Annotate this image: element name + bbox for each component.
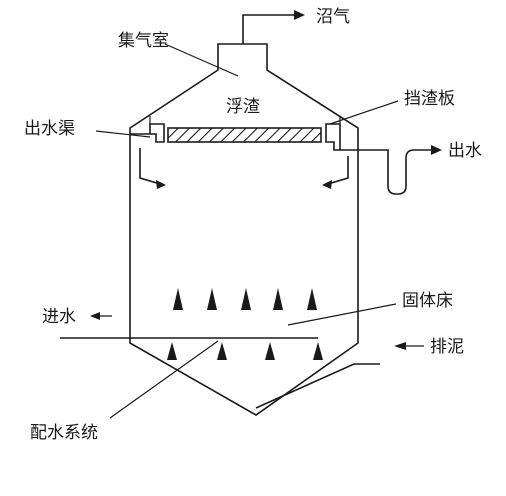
sludge-discharge-pipe xyxy=(255,363,380,409)
upflow-arrow-icon xyxy=(273,288,283,310)
outlet-channel-leader xyxy=(95,130,151,138)
label-gas-chamber: 集气室 xyxy=(118,31,169,51)
distribution-nozzles xyxy=(167,342,323,360)
upflow-arrow-icon xyxy=(241,288,251,310)
left-outlet-channel xyxy=(130,123,165,143)
label-outlet-channel: 出水渠 xyxy=(24,119,75,139)
left-deflector xyxy=(139,148,161,185)
label-sludge-discharge: 排泥 xyxy=(430,337,464,357)
nozzle-icon xyxy=(313,342,323,360)
water-out-arrow-icon xyxy=(431,145,442,155)
baffle-plate-leader xyxy=(329,100,399,125)
scum-baffle xyxy=(167,127,322,143)
reactor-vessel xyxy=(129,43,359,416)
label-biogas: 沼气 xyxy=(316,7,350,27)
label-solid-bed: 固体床 xyxy=(402,291,453,311)
solid-bed-leader xyxy=(287,303,397,326)
right-outlet-channel xyxy=(325,123,358,151)
label-water-out: 出水 xyxy=(448,141,482,161)
label-scum: 浮渣 xyxy=(226,97,260,117)
distribution-leader xyxy=(109,340,219,419)
label-baffle-plate: 挡渣板 xyxy=(404,89,455,109)
outlet-u-trap xyxy=(358,149,432,195)
upflow-arrow-icon xyxy=(307,288,317,310)
nozzle-icon xyxy=(167,342,177,360)
biogas-pipe xyxy=(242,14,296,44)
right-deflector-arrow-icon xyxy=(322,180,332,189)
biogas-arrow-icon xyxy=(294,10,305,20)
gas-chamber-leader xyxy=(164,43,239,77)
upflow-arrow-icon xyxy=(207,288,217,310)
label-water-in: 进水 xyxy=(42,307,76,327)
upflow-arrow-icon xyxy=(173,288,183,310)
label-distribution-system: 配水系统 xyxy=(30,423,98,443)
nozzle-icon xyxy=(217,342,227,360)
sludge-arrow-icon xyxy=(394,342,406,350)
upflow-arrows xyxy=(173,288,317,310)
nozzle-icon xyxy=(265,342,275,360)
water-in-arrow-icon xyxy=(90,312,100,320)
right-deflector xyxy=(327,156,349,185)
left-deflector-arrow-icon xyxy=(156,180,166,189)
